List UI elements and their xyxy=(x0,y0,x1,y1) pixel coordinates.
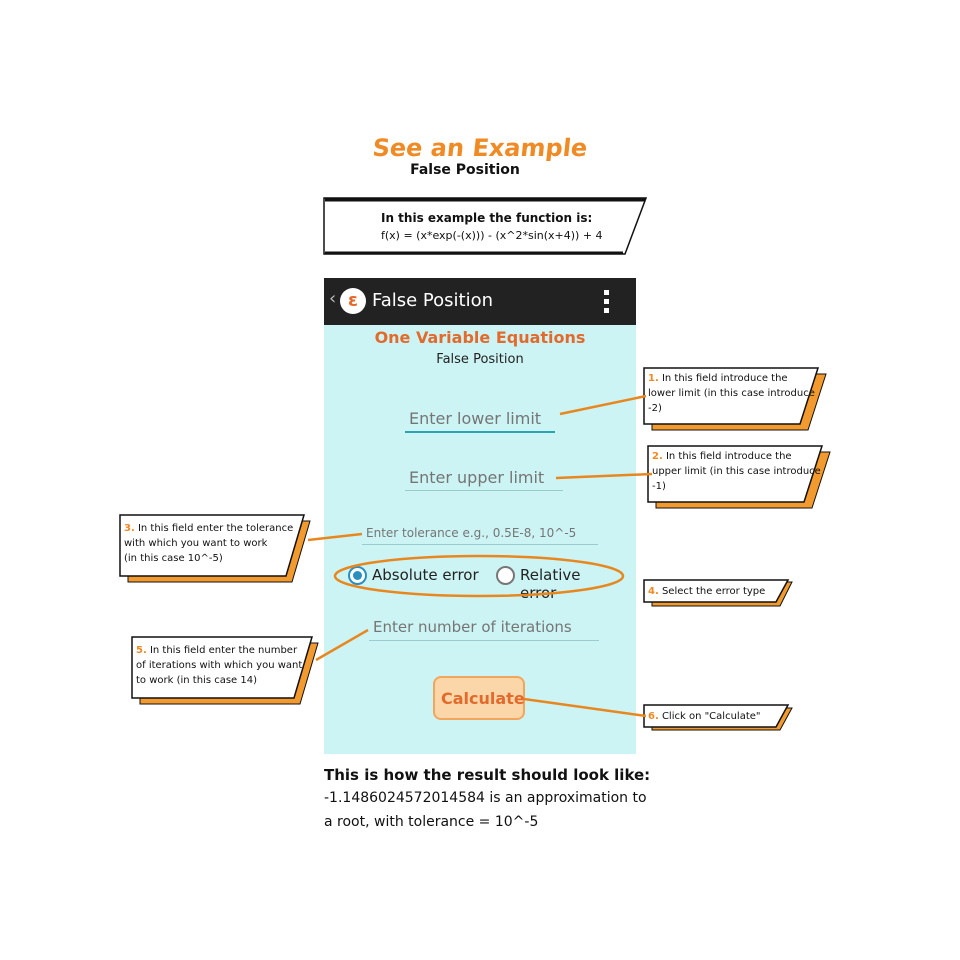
result-line-1: -1.1486024572014584 is an approximation … xyxy=(324,790,647,806)
callout-5-text: In this field enter the number xyxy=(146,645,298,656)
callout-5-text-3: to work (in this case 14) xyxy=(136,675,258,686)
callout-1-text-3: -2) xyxy=(648,403,662,414)
error-type-radio-group: Absolute error Relative error xyxy=(348,562,618,602)
callout-6-text: Click on "Calculate" xyxy=(658,711,761,722)
callout-2-text-2: upper limit (in this case introduce xyxy=(652,466,821,477)
callout-1-text-2: lower limit (in this case introduce xyxy=(648,388,815,399)
tolerance-input[interactable] xyxy=(362,522,598,545)
callout-1-number: 1. xyxy=(648,373,659,384)
function-box-frame xyxy=(323,197,647,255)
callout-5-text-2: of iterations with which you want xyxy=(136,660,303,671)
relative-error-radio[interactable] xyxy=(496,566,515,585)
callout-2: 2. In this field introduce the upper lim… xyxy=(652,449,821,494)
action-bar: ‹ ε False Position xyxy=(324,278,636,325)
callout-2-text-3: -1) xyxy=(652,481,666,492)
relative-error-label[interactable]: Relative error xyxy=(520,566,581,602)
callout-3-number: 3. xyxy=(124,523,135,534)
app-title: False Position xyxy=(372,290,493,311)
phone-screen: ‹ ε False Position One Variable Equation… xyxy=(324,278,636,754)
callout-5-number: 5. xyxy=(136,645,147,656)
absolute-error-label[interactable]: Absolute error xyxy=(372,566,479,584)
screen-subtitle: False Position xyxy=(436,352,524,367)
callout-3-text-2: with which you want to work xyxy=(124,538,268,549)
calculate-button[interactable]: Calculate xyxy=(433,676,525,720)
lower-limit-input[interactable] xyxy=(405,405,555,433)
callout-1: 1. In this field introduce the lower lim… xyxy=(648,371,815,416)
callout-6: 6. Click on "Calculate" xyxy=(648,709,761,724)
callout-2-text: In this field introduce the xyxy=(662,451,792,462)
iterations-input[interactable] xyxy=(369,614,599,641)
absolute-error-radio[interactable] xyxy=(348,566,367,585)
callout-6-number: 6. xyxy=(648,711,659,722)
callout-3-text-3: (in this case 10^-5) xyxy=(124,553,223,564)
function-intro: In this example the function is: xyxy=(381,211,593,225)
callout-4-number: 4. xyxy=(648,586,659,597)
callout-4: 4. Select the error type xyxy=(648,584,765,599)
result-heading: This is how the result should look like: xyxy=(324,766,651,784)
back-chevron-icon[interactable]: ‹ xyxy=(329,288,337,309)
upper-limit-input[interactable] xyxy=(405,464,563,491)
app-logo-icon[interactable]: ε xyxy=(340,288,366,314)
example-subheading: False Position xyxy=(410,162,520,178)
overflow-menu-icon[interactable] xyxy=(604,290,610,314)
callout-4-text: Select the error type xyxy=(658,586,766,597)
callout-5: 5. In this field enter the number of ite… xyxy=(136,643,302,688)
callout-1-text: In this field introduce the xyxy=(658,373,788,384)
function-formula: f(x) = (x*exp(-(x))) - (x^2*sin(x+4)) + … xyxy=(381,229,603,242)
function-box: In this example the function is: f(x) = … xyxy=(323,197,647,255)
callout-3-text: In this field enter the tolerance xyxy=(134,523,294,534)
result-line-2: a root, with tolerance = 10^-5 xyxy=(324,814,539,830)
callout-2-number: 2. xyxy=(652,451,663,462)
screen-title: One Variable Equations xyxy=(374,328,586,347)
example-heading: See an Example xyxy=(371,134,589,162)
callout-3: 3. In this field enter the tolerance wit… xyxy=(124,521,293,566)
